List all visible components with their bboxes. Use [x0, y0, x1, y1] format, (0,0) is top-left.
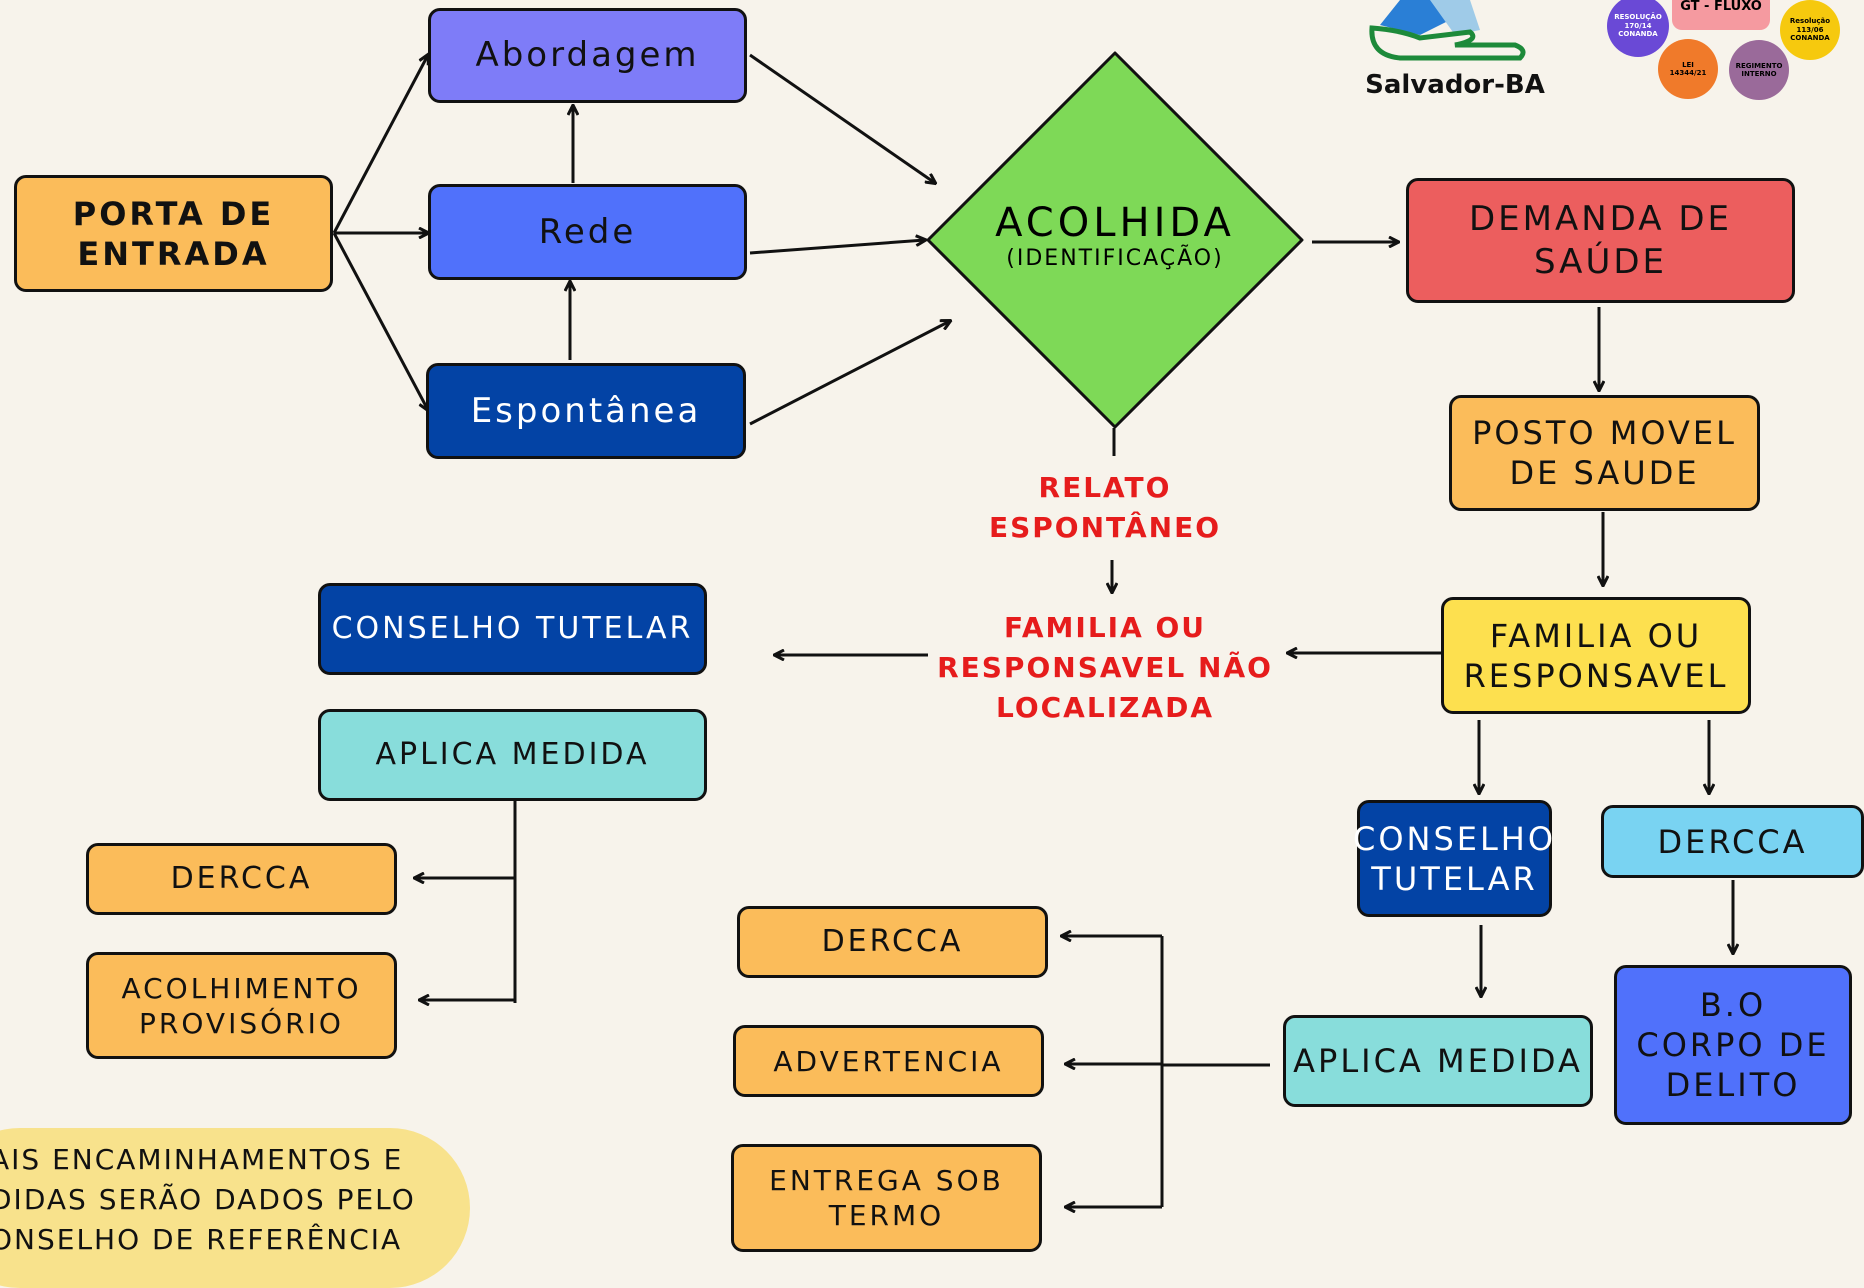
aplica-medida-left-label: APLICA MEDIDA — [375, 737, 650, 773]
relato-espontaneo-label: RELATO ESPONTÂNEO — [988, 471, 1221, 544]
entrega-sob-termo-box: ENTREGA SOB TERMO — [731, 1144, 1042, 1252]
regimento-interno-bubble: REGIMENTO INTERNO — [1729, 40, 1789, 100]
resolucao-113-label: Resolução 113/06 CONANDA — [1789, 17, 1831, 43]
espontanea-label: Espontânea — [470, 390, 702, 431]
aplica-medida-right-box: APLICA MEDIDA — [1283, 1015, 1593, 1107]
resolucao-170-label: RESOLUÇÃO 170/14 CONANDA — [1614, 13, 1662, 39]
porta-de-entrada-box: PORTA DE ENTRADA — [14, 175, 333, 292]
resolucao-113-bubble: Resolução 113/06 CONANDA — [1780, 0, 1840, 60]
conselho-tutelar-left-label: CONSELHO TUTELAR — [331, 611, 694, 647]
entrega-sob-termo-label: ENTREGA SOB TERMO — [769, 1164, 1004, 1232]
posto-movel-box: POSTO MOVEL DE SAUDE — [1449, 395, 1760, 511]
lei-14344-bubble: LEI 14344/21 — [1658, 39, 1718, 99]
note-text: AIS ENCAMINHAMENTOS E DIDAS SERÃO DADOS … — [0, 1143, 416, 1256]
lei-14344-label: LEI 14344/21 — [1669, 60, 1707, 77]
gt-fluxo-bubble: GT - FLUXO — [1672, 0, 1770, 30]
abordagem-label: Abordagem — [475, 35, 700, 76]
familia-responsavel-label: FAMILIA OU RESPONSAVEL — [1463, 616, 1729, 695]
regimento-interno-label: REGIMENTO INTERNO — [1735, 61, 1783, 78]
rede-box: Rede — [428, 184, 747, 280]
aplica-medida-left-box: APLICA MEDIDA — [318, 709, 707, 801]
acolhimento-provisorio-box: ACOLHIMENTO PROVISÓRIO — [86, 952, 397, 1059]
hand-logo-icon — [1369, 0, 1526, 61]
connector-arrows — [332, 0, 1864, 1253]
advertencia-label: ADVERTENCIA — [773, 1044, 1004, 1078]
dercca-right-box: DERCCA — [1601, 805, 1864, 878]
acolhida-label: ACOLHIDA — [995, 200, 1235, 246]
bo-corpo-delito-box: B.O CORPO DE DELITO — [1614, 965, 1852, 1125]
porta-de-entrada-label: PORTA DE ENTRADA — [72, 194, 275, 273]
demanda-de-saude-label: DEMANDA DE SAÚDE — [1468, 199, 1732, 282]
aplica-medida-right-label: APLICA MEDIDA — [1293, 1042, 1583, 1080]
abordagem-box: Abordagem — [428, 8, 747, 103]
dercca-left-label: DERCCA — [170, 861, 313, 897]
dercca-right-label: DERCCA — [1657, 822, 1808, 861]
acolhida-diamond — [926, 51, 1304, 429]
rede-label: Rede — [538, 211, 637, 252]
dercca-middle-box: DERCCA — [737, 906, 1048, 978]
conselho-tutelar-right-label: CONSELHO TUTELAR — [1352, 819, 1557, 898]
dercca-left-box: DERCCA — [86, 843, 397, 915]
acolhida-text: ACOLHIDA (IDENTIFICAÇÃO) — [960, 200, 1270, 271]
posto-movel-label: POSTO MOVEL DE SAUDE — [1472, 414, 1737, 492]
conselho-tutelar-right-box: CONSELHO TUTELAR — [1353, 800, 1553, 917]
gt-fluxo-label: GT - FLUXO — [1680, 0, 1762, 15]
espontanea-box: Espontânea — [426, 363, 746, 459]
advertencia-box: ADVERTENCIA — [733, 1025, 1044, 1097]
dercca-middle-label: DERCCA — [821, 924, 964, 960]
familia-nao-localizada-label: FAMILIA OU RESPONSAVEL NÃO LOCALIZADA — [937, 611, 1273, 724]
bo-corpo-delito-label: B.O CORPO DE DELITO — [1636, 986, 1830, 1104]
conselho-tutelar-left-box: CONSELHO TUTELAR — [318, 583, 707, 675]
demanda-de-saude-box: DEMANDA DE SAÚDE — [1406, 178, 1795, 303]
acolhida-sublabel: (IDENTIFICAÇÃO) — [1006, 246, 1224, 271]
resolucao-170-bubble: RESOLUÇÃO 170/14 CONANDA — [1607, 0, 1669, 57]
familia-responsavel-box: FAMILIA OU RESPONSAVEL — [1441, 597, 1751, 714]
acolhimento-provisorio-label: ACOLHIMENTO PROVISÓRIO — [121, 971, 362, 1040]
logo-city-label: Salvador-BA — [1365, 70, 1545, 100]
